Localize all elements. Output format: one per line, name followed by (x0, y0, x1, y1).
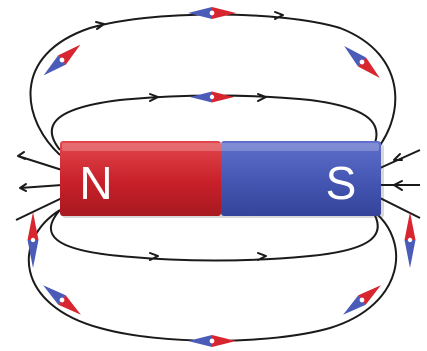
field-line-outer-bottom (29, 210, 396, 341)
compass-needle-icon (190, 92, 234, 103)
magnet-south-pole (221, 141, 381, 216)
field-line-right-stub-3 (380, 198, 420, 218)
arrow-icon (394, 154, 402, 160)
bar-magnet: N S (60, 141, 384, 218)
field-line-left-stub-2 (20, 185, 62, 188)
compass-needle-icon (188, 7, 236, 19)
compass-needle-icon (340, 41, 384, 82)
compass-needle-icon (188, 335, 236, 347)
magnet-top-highlight (62, 143, 379, 151)
arrow-icon (258, 94, 266, 101)
arrow-icon (18, 152, 25, 159)
north-pole-label: N (79, 157, 112, 209)
south-pole-label: S (326, 157, 357, 209)
compass-needle-icon (405, 212, 416, 268)
field-line-outer-top (30, 15, 395, 156)
compass-needle-icon (40, 40, 84, 80)
